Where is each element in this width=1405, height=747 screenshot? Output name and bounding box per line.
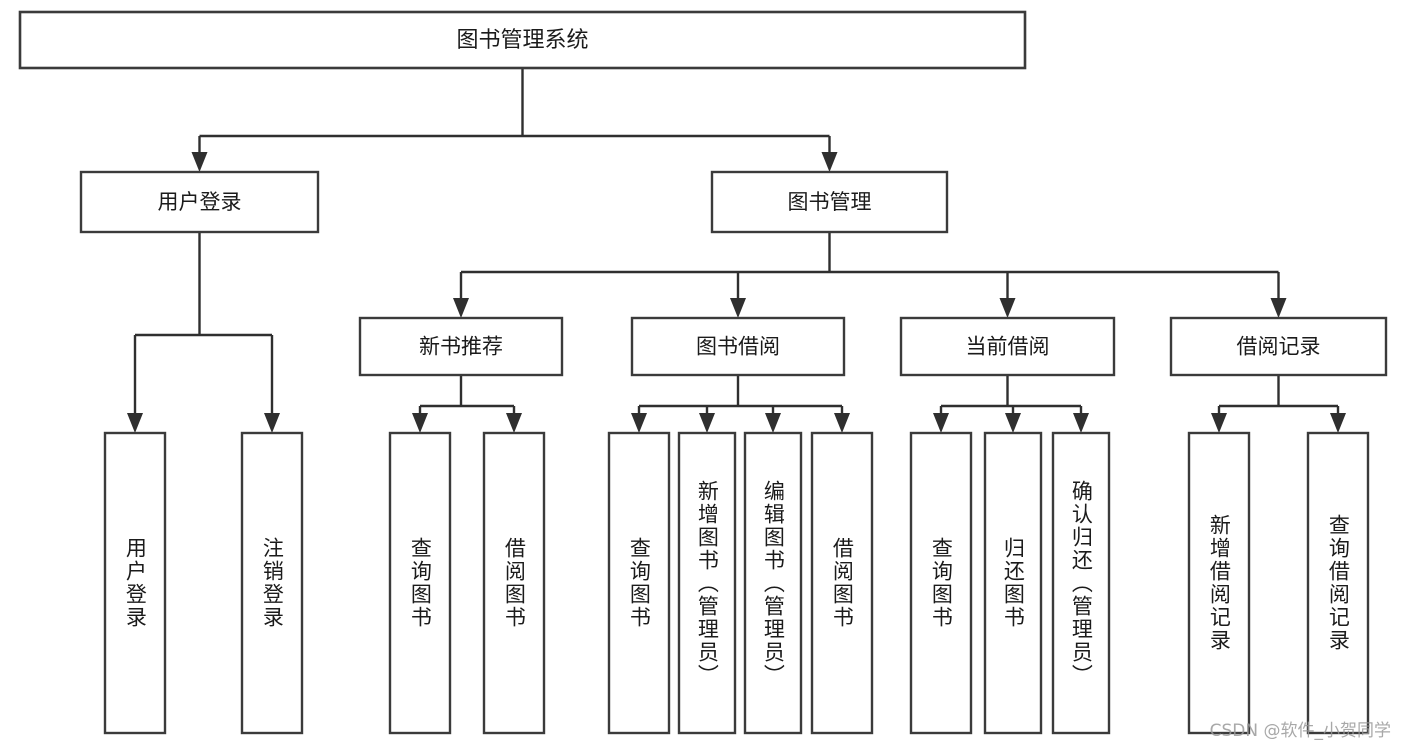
arrow-head-icon — [933, 413, 949, 433]
arrow-head-icon — [1005, 413, 1021, 433]
node-box-leaf-return-book[interactable] — [983, 431, 1043, 735]
node-label-current-borrow: 当前借阅 — [966, 335, 1050, 359]
arrow-head-icon — [191, 152, 208, 172]
node-box-leaf-query-book-cur[interactable] — [909, 431, 973, 735]
arrow-head-icon — [412, 413, 428, 433]
node-box-leaf-query-record[interactable] — [1306, 431, 1370, 735]
node-box-leaf-query-book-bor[interactable] — [607, 431, 671, 735]
arrow-head-icon — [631, 413, 647, 433]
arrow-head-icon — [821, 152, 838, 172]
node-box-leaf-confirm-return[interactable] — [1051, 431, 1111, 735]
arrow-head-icon — [765, 413, 781, 433]
node-box-leaf-logout[interactable] — [240, 431, 304, 735]
csdn-watermark: CSDN @软件_小贺同学 — [1209, 721, 1391, 741]
node-label-borrow-record: 借阅记录 — [1237, 335, 1321, 359]
node-box-root[interactable] — [18, 10, 1027, 70]
connector-layer — [127, 68, 1346, 433]
node-label-book-manage: 图书管理 — [788, 190, 872, 214]
arrow-head-icon — [730, 298, 746, 318]
arrow-head-icon — [506, 413, 522, 433]
arrow-head-icon — [127, 413, 143, 433]
node-box-leaf-add-record[interactable] — [1187, 431, 1251, 735]
node-label-user-login: 用户登录 — [158, 190, 242, 214]
arrow-head-icon — [1330, 413, 1346, 433]
node-label-new-book-rec: 新书推荐 — [419, 335, 503, 359]
arrow-head-icon — [1073, 413, 1089, 433]
node-box-new-book-rec[interactable] — [358, 316, 564, 377]
arrow-head-icon — [1211, 413, 1227, 433]
node-box-leaf-edit-book[interactable] — [743, 431, 803, 735]
node-label-root: 图书管理系统 — [456, 28, 588, 53]
node-box-book-manage[interactable] — [710, 170, 949, 234]
arrow-head-icon — [834, 413, 850, 433]
node-box-leaf-user-login[interactable] — [103, 431, 167, 735]
node-label-book-borrow: 图书借阅 — [696, 335, 780, 359]
arrow-head-icon — [999, 298, 1016, 318]
node-box-book-borrow[interactable] — [630, 316, 846, 377]
arrow-head-icon — [1270, 298, 1287, 318]
node-box-leaf-borrow-book-rec[interactable] — [482, 431, 546, 735]
arrow-head-icon — [699, 413, 715, 433]
node-box-leaf-query-book-rec[interactable] — [388, 431, 452, 735]
node-box-layer — [18, 10, 1388, 735]
arrow-head-icon — [453, 298, 469, 318]
node-box-user-login[interactable] — [79, 170, 320, 234]
node-box-borrow-record[interactable] — [1169, 316, 1388, 377]
node-box-current-borrow[interactable] — [899, 316, 1116, 377]
node-box-leaf-borrow-book-bor[interactable] — [810, 431, 874, 735]
node-box-leaf-add-book[interactable] — [677, 431, 737, 735]
arrow-head-icon — [264, 413, 280, 433]
